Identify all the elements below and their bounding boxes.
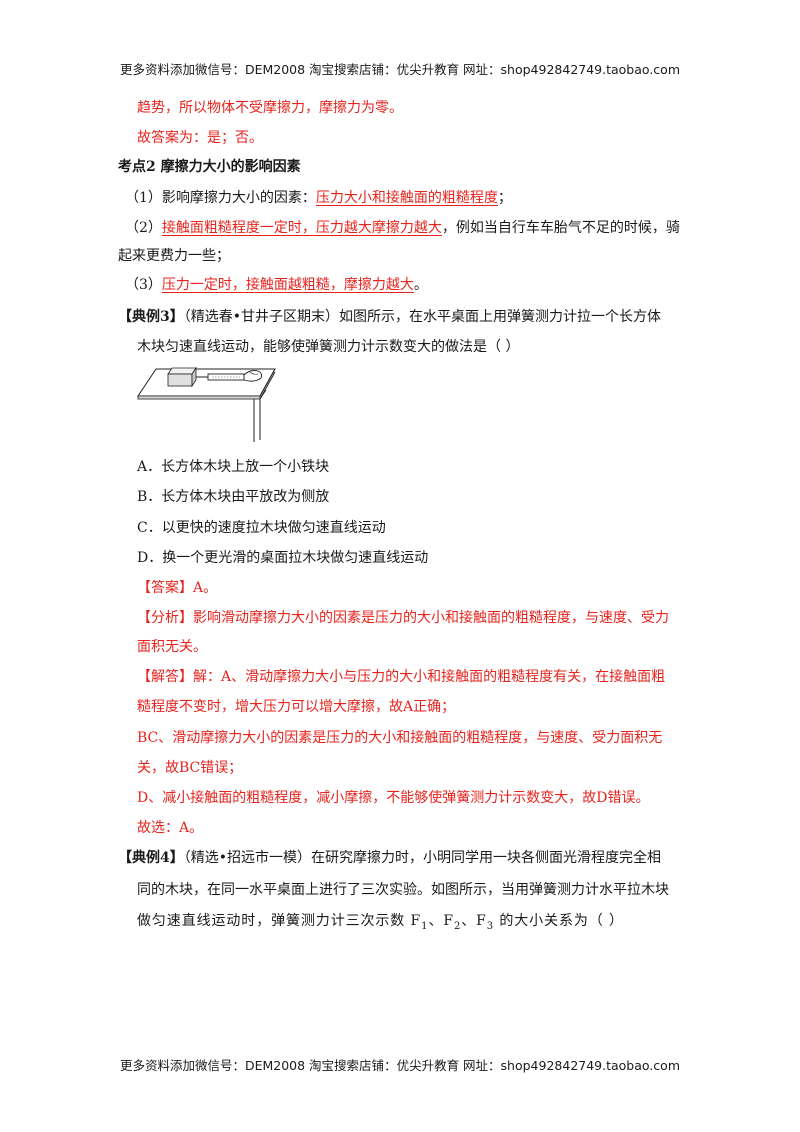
- example-3-tag: 【典例3】: [118, 309, 184, 325]
- point-2: （2）接触面粗糙程度一定时，压力越大摩擦力越大，例如当自行车车胎气不足的时候，骑: [125, 218, 680, 238]
- point-1-key-text: 压力大小和接触面的粗糙程度: [315, 190, 498, 206]
- point-3: （3）压力一定时，接触面越粗糙，摩擦力越大。: [125, 275, 428, 295]
- example-3-line-2: 木块匀速直线运动，能够使弹簧测力计示数变大的做法是（ ）: [137, 339, 520, 355]
- point-1: （1）影响摩擦力大小的因素：压力大小和接触面的粗糙程度；: [125, 188, 512, 208]
- point-2-continuation: 起来更费力一些；: [118, 248, 230, 264]
- point-3-suffix: 。: [413, 277, 428, 293]
- example-3-solution-line-3: BC、滑动摩擦力大小的因素是压力的大小和接触面的粗糙程度，与速度、受力面积无: [137, 730, 663, 746]
- section-title: 考点2 摩擦力大小的影响因素: [118, 159, 301, 175]
- example-3-answer: 【答案】A。: [137, 580, 218, 596]
- f2-subscript: 2: [453, 920, 462, 932]
- example-3-solution-line-1: 【解答】解：A、滑动摩擦力大小与压力的大小和接触面的粗糙程度有关，在接触面粗: [137, 669, 666, 685]
- example-4-line-3-start: 做匀速直线运动时，弹簧测力计三次示数 F: [137, 913, 422, 929]
- point-2-key-text: 接触面粗糙程度一定时，压力越大摩擦力越大: [161, 220, 442, 236]
- example-4-sep-1: 、F: [428, 913, 454, 929]
- point-3-key-text: 压力一定时，接触面越粗糙，摩擦力越大: [161, 277, 414, 293]
- f1-subscript: 1: [421, 920, 429, 932]
- example-3-final-choice: 故选：A。: [137, 820, 204, 836]
- example-3-analysis-line-1: 【分析】影响滑动摩擦力大小的因素是压力的大小和接触面的粗糙程度，与速度、受力: [137, 610, 669, 626]
- point-1-prefix: （1）影响摩擦力大小的因素：: [125, 190, 316, 206]
- example-4-line-1: 【典例4】（精选•招远市一模）在研究摩擦力时，小明同学用一块各侧面光滑程度完全相: [118, 848, 661, 868]
- prev-answer-choice: 故答案为：是；否。: [137, 130, 263, 146]
- point-2-suffix: ，例如当自行车车胎气不足的时候，骑: [441, 220, 680, 236]
- example-4-line-3: 做匀速直线运动时，弹簧测力计三次示数 F1、F2、F3 的大小关系为（ ）: [137, 911, 624, 937]
- example-3-analysis-line-2: 面积无关。: [137, 639, 207, 655]
- point-1-suffix: ；: [497, 190, 512, 206]
- example-3-question-start: （精选春•甘井子区期末）如图所示，在水平桌面上用弹簧测力计拉一个长方体: [183, 309, 662, 325]
- f3-subscript: 3: [486, 920, 494, 932]
- example-3-line-1: 【典例3】（精选春•甘井子区期末）如图所示，在水平桌面上用弹簧测力计拉一个长方体: [118, 307, 661, 327]
- example-4-question-start: （精选•招远市一模）在研究摩擦力时，小明同学用一块各侧面光滑程度完全相: [183, 850, 662, 866]
- spring-scale-table-figure: [137, 366, 276, 442]
- page-header: 更多资料添加微信号：DEM2008 淘宝搜索店铺：优尖升教育 网址：shop49…: [119, 62, 681, 77]
- example-3-option-c: C．以更快的速度拉木块做匀速直线运动: [137, 520, 386, 536]
- example-4-line-3-end: 的大小关系为（ ）: [494, 913, 624, 929]
- example-4-sep-2: 、F: [461, 913, 487, 929]
- example-4-tag: 【典例4】: [118, 850, 184, 866]
- prev-answer-line: 趋势，所以物体不受摩擦力，摩擦力为零。: [137, 100, 403, 116]
- example-3-option-b: B．长方体木块由平放改为侧放: [137, 489, 330, 505]
- page-footer: 更多资料添加微信号：DEM2008 淘宝搜索店铺：优尖升教育 网址：shop49…: [119, 1058, 681, 1073]
- example-3-solution-line-2: 糙程度不变时，增大压力可以增大摩擦，故A正确；: [137, 699, 456, 715]
- example-3-solution-line-4: 关，故BC错误；: [137, 760, 243, 776]
- example-3-option-d: D．换一个更光滑的桌面拉木块做匀速直线运动: [137, 550, 429, 566]
- point-3-prefix: （3）: [125, 277, 162, 293]
- example-4-line-2: 同的木块，在同一水平桌面上进行了三次实验。如图所示，当用弹簧测力计水平拉木块: [137, 882, 669, 898]
- example-3-option-a: A．长方体木块上放一个小铁块: [137, 459, 330, 475]
- example-3-solution-line-5: D、减小接触面的粗糙程度，减小摩擦，不能够使弹簧测力计示数变大，故D错误。: [137, 790, 650, 806]
- point-2-prefix: （2）: [125, 220, 162, 236]
